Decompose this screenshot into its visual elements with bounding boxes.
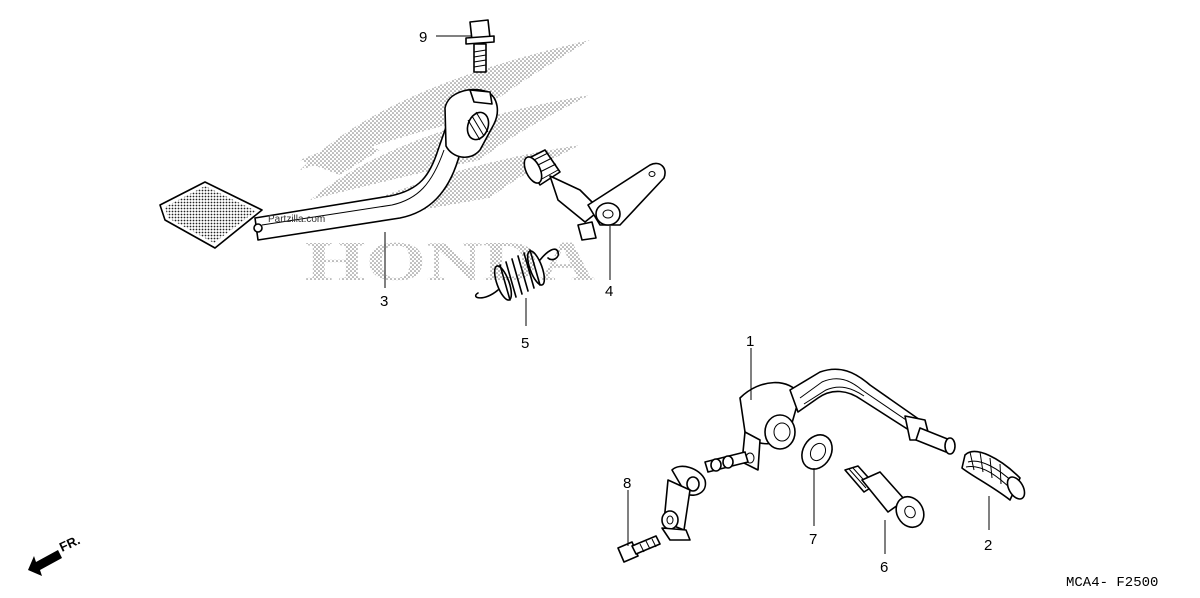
callout-3: 3: [380, 293, 388, 310]
return-spring: [474, 248, 560, 301]
pedal-pivot-shaft: [523, 149, 666, 241]
honda-logo-text: HONDA: [305, 231, 596, 293]
brake-pedal: [159, 88, 499, 249]
pivot-bolt: [844, 465, 925, 529]
front-label: FR.: [57, 532, 82, 554]
callout-5: 5: [521, 335, 529, 352]
callouts: 9 3 5 4 1 8 7 6 2: [380, 29, 992, 576]
shift-linkage: [661, 451, 749, 541]
callout-4: 4: [605, 283, 613, 300]
diagram-code: MCA4- F2500: [1066, 575, 1158, 591]
bolt-linkage: [617, 535, 661, 563]
callout-7: 7: [809, 531, 817, 548]
pedal-rubber: [961, 450, 1026, 501]
front-direction-indicator: FR.: [28, 532, 82, 576]
callout-1: 1: [746, 333, 754, 350]
partzilla-watermark: Partzilla.com: [268, 214, 325, 225]
washer: [801, 434, 833, 470]
leader-lines: [384, 35, 990, 554]
front-arrow-icon: [28, 550, 62, 576]
callout-2: 2: [984, 537, 992, 554]
callout-9: 9: [419, 29, 427, 46]
shift-arm: [739, 368, 956, 471]
callout-6: 6: [880, 559, 888, 576]
bolt-top: [465, 19, 495, 73]
callout-8: 8: [623, 475, 631, 492]
